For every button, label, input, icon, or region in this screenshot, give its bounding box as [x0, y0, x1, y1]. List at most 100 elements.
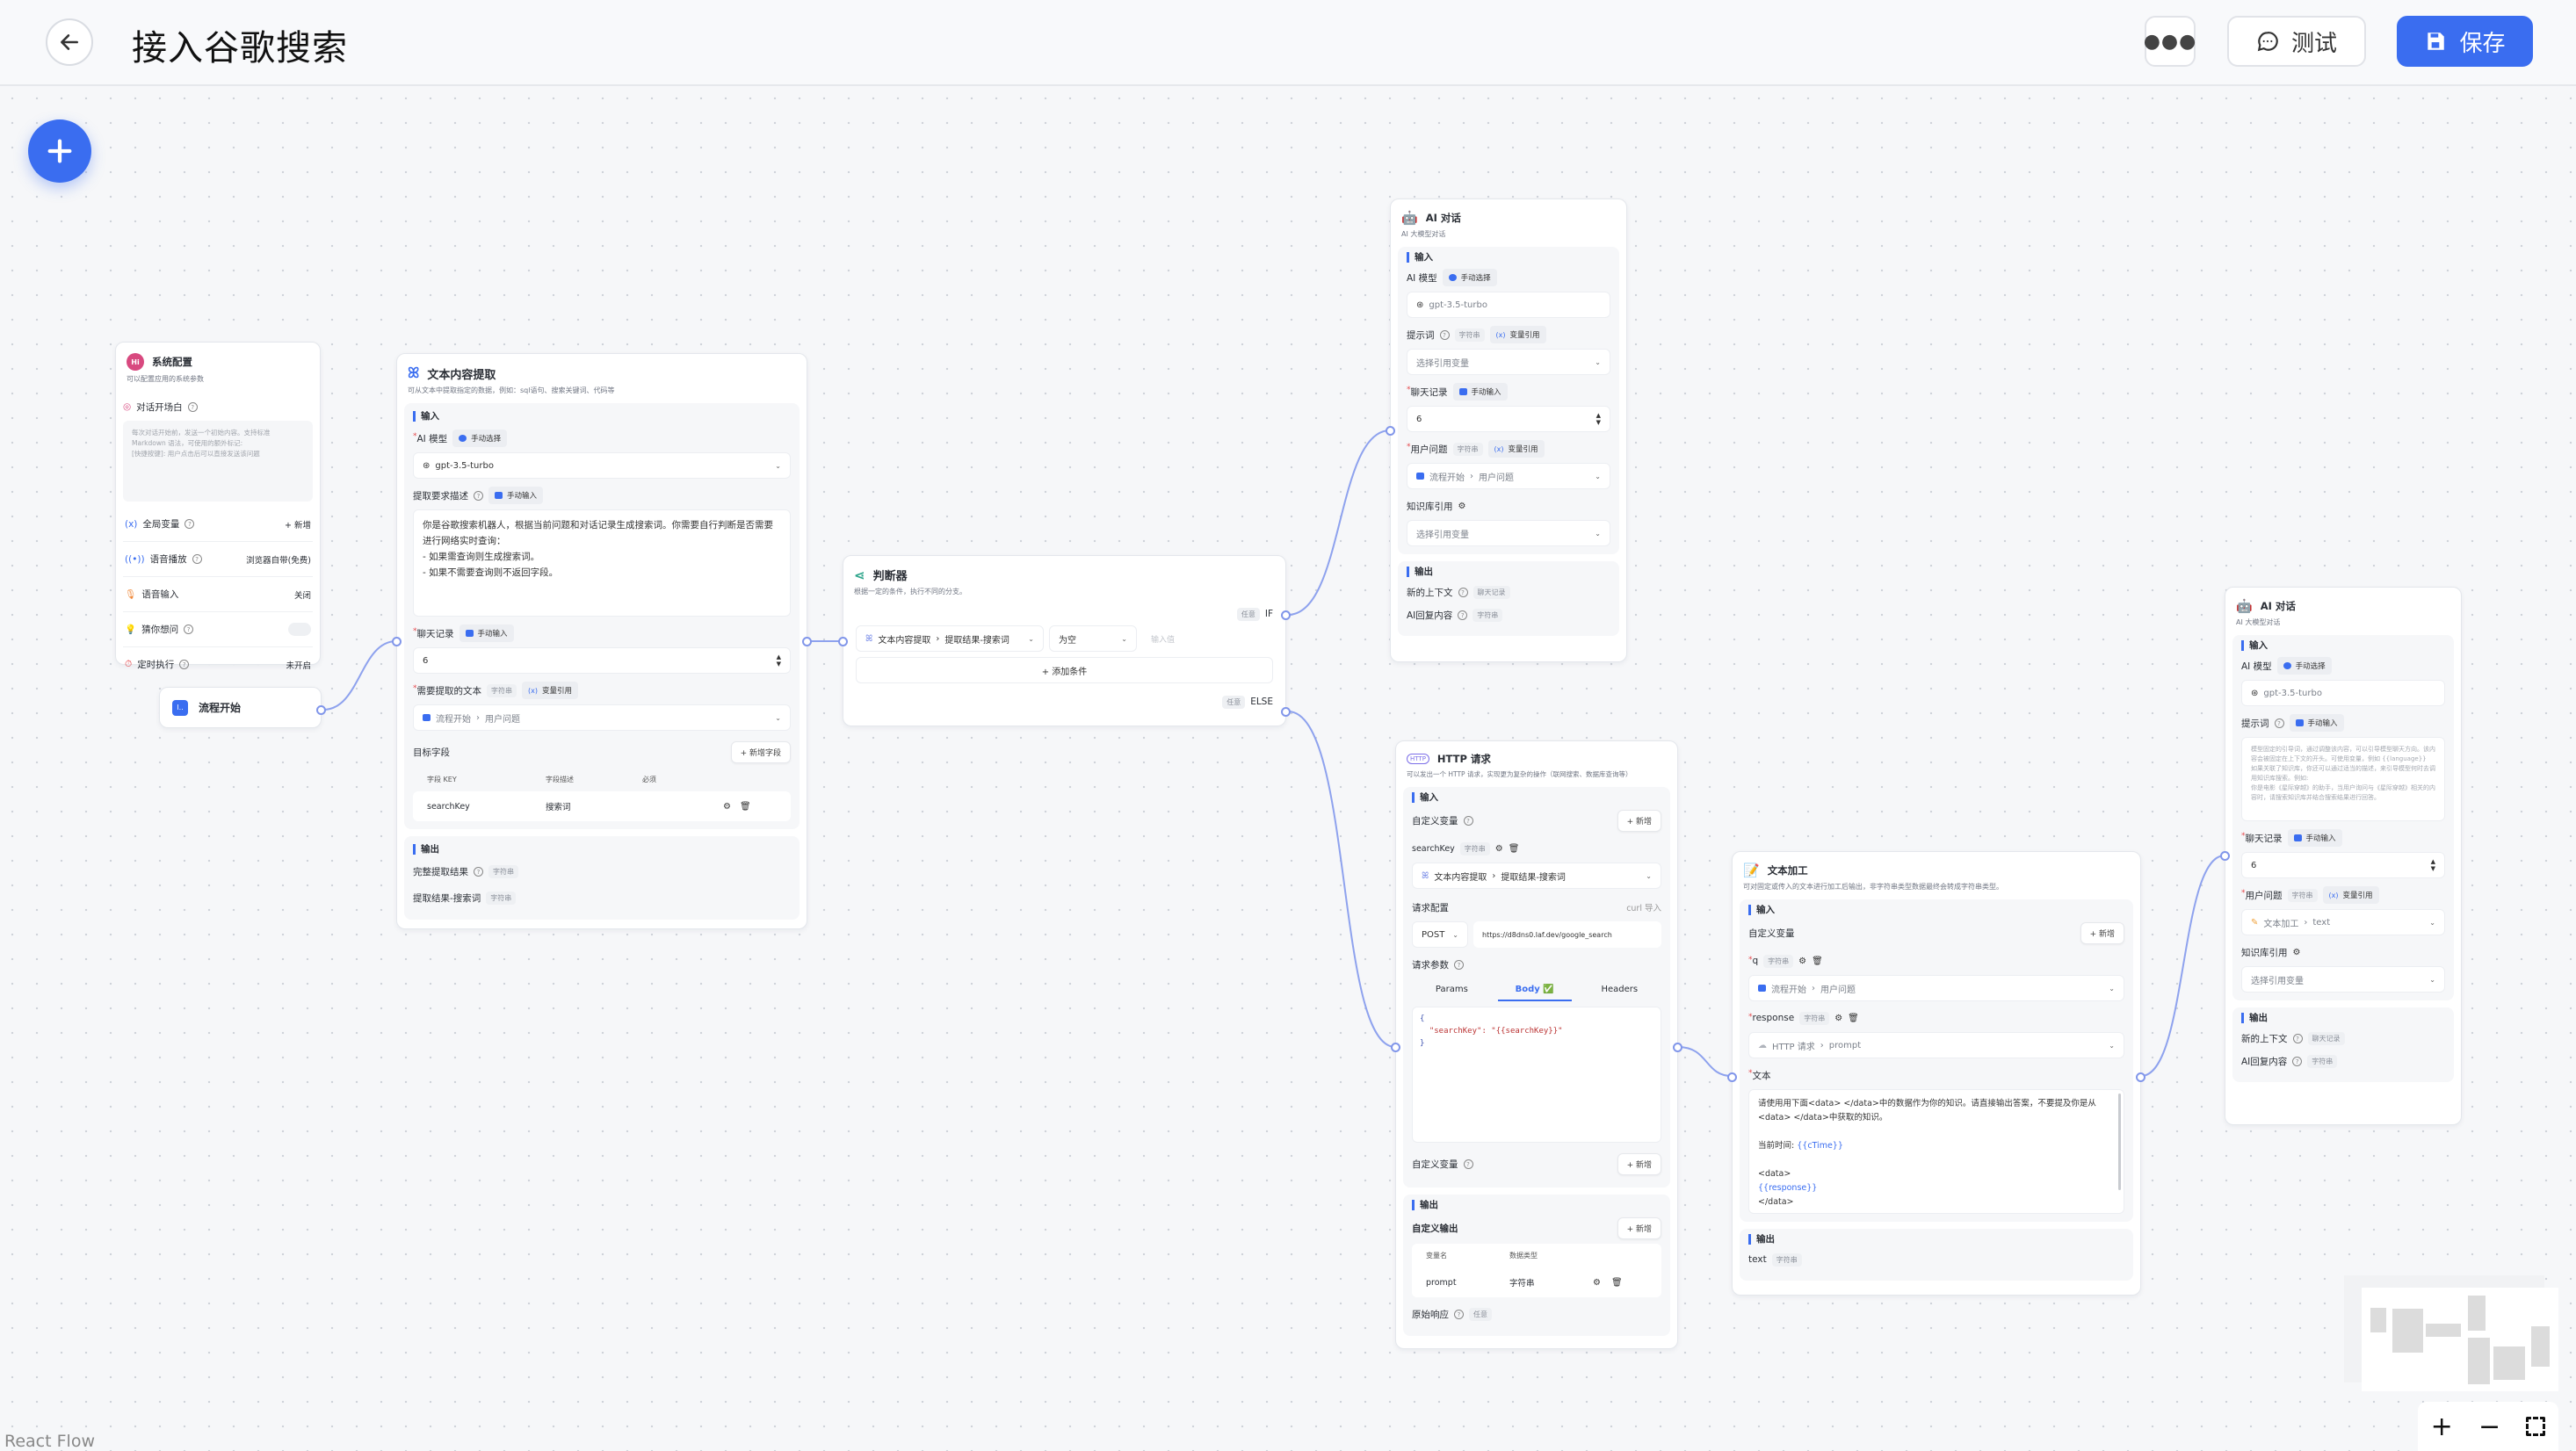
gear-icon[interactable]: ⚙	[1458, 501, 1466, 511]
manual-select-tag[interactable]: 手动选择	[2276, 657, 2332, 675]
question-select[interactable]: 流程开始›用户问题⌄	[1407, 463, 1610, 489]
condition-operator-select[interactable]: 为空⌄	[1049, 625, 1137, 652]
history-number-input[interactable]: 6▲▼	[413, 647, 791, 674]
input-handle[interactable]	[1386, 426, 1395, 436]
var-q-select[interactable]: 流程开始›用户问题⌄	[1748, 975, 2124, 1001]
output-handle[interactable]	[1673, 1043, 1682, 1052]
if-handle[interactable]	[1281, 610, 1291, 620]
text-ref-select[interactable]: 流程开始›用户问题⌄	[413, 704, 791, 731]
manual-input-tag[interactable]: 手动输入	[1452, 383, 1508, 401]
more-button[interactable]: ●●●	[2144, 16, 2196, 67]
output-handle[interactable]	[802, 637, 812, 646]
test-button[interactable]: 测试	[2227, 16, 2366, 67]
curl-import-link[interactable]: curl 导入	[1626, 904, 1661, 913]
model-select[interactable]: ⊛gpt-3.5-turbo	[2241, 680, 2445, 706]
trash-icon[interactable]: 🗑	[1610, 1277, 1623, 1288]
trash-icon[interactable]: 🗑	[739, 801, 751, 812]
var-ref-tag[interactable]: (x)变量引用	[2322, 886, 2379, 904]
add-var-button[interactable]: + 新增	[2080, 922, 2124, 944]
gear-icon[interactable]: ⚙	[1494, 843, 1503, 854]
node-text-process[interactable]: 📝文本加工 可对固定或传入的文本进行加工后输出，非字符串类型数据最终会转成字符串…	[1727, 851, 2145, 1296]
method-select[interactable]: POST⌄	[1412, 921, 1468, 948]
manual-input-tag[interactable]: 手动输入	[2287, 829, 2342, 847]
output-handle[interactable]	[2136, 1072, 2145, 1082]
input-handle[interactable]	[838, 637, 848, 646]
add-output-button[interactable]: + 新增	[1617, 1217, 1661, 1239]
text-template-editor[interactable]: 请使用用下面<data> </data>中的数据作为你的知识。请直接输出答案，不…	[1748, 1089, 2124, 1214]
voice-input-row[interactable]: 🎙语音输入关闭	[123, 577, 313, 612]
trash-icon[interactable]: 🗑	[1812, 956, 1823, 966]
gear-icon[interactable]: ⚙	[1798, 956, 1807, 966]
manual-input-tag[interactable]: 手动输入	[459, 624, 514, 642]
node-system-config[interactable]: Hi 系统配置 可以配置应用的系统参数 ◎对话开场白? 每次对话开始前，发送一个…	[115, 342, 321, 671]
gear-icon[interactable]: ⚙	[1834, 1013, 1843, 1023]
tab-body[interactable]: Body ✅	[1497, 981, 1572, 1001]
prompt-select[interactable]: 选择引用变量⌄	[1407, 349, 1610, 375]
tab-headers[interactable]: Headers	[1601, 985, 1639, 994]
stepper-icon[interactable]: ▲▼	[1596, 412, 1601, 426]
body-editor[interactable]: { "searchKey": "{{searchKey}}" }	[1412, 1007, 1661, 1143]
react-flow-attribution[interactable]: React Flow	[4, 1432, 95, 1451]
var-ref-tag[interactable]: (x)变量引用	[522, 682, 578, 699]
tts-row[interactable]: ((•))语音播放?浏览器自带(免费)	[123, 542, 313, 577]
manual-input-tag[interactable]: 手动输入	[2289, 714, 2344, 732]
zoom-out-button[interactable]: −	[2478, 1411, 2501, 1442]
condition-value-input[interactable]: 输入值	[1151, 635, 1176, 645]
gear-icon[interactable]: ⚙	[1593, 1277, 1601, 1288]
back-button[interactable]	[46, 18, 93, 66]
input-handle[interactable]	[2220, 851, 2230, 861]
output-handle[interactable]	[316, 705, 326, 715]
kb-select[interactable]: 选择引用变量⌄	[1407, 520, 1610, 546]
var-response-select[interactable]: ☁HTTP 请求›prompt⌄	[1748, 1032, 2124, 1058]
guess-toggle[interactable]	[288, 623, 311, 636]
history-number-input[interactable]: 6▲▼	[1407, 406, 1610, 432]
input-handle[interactable]	[392, 637, 402, 646]
manual-select-tag[interactable]: 手动选择	[452, 430, 508, 447]
tab-params[interactable]: Params	[1435, 985, 1468, 994]
add-field-button[interactable]: + 新增字段	[730, 741, 791, 763]
desc-textarea[interactable]: 你是谷歌搜索机器人，根据当前问题和对话记录生成搜索词。你需要自行判断是否需要进行…	[413, 509, 791, 617]
model-select[interactable]: ⊛gpt-3.5-turbo	[1407, 292, 1610, 318]
col-header: 数据类型	[1509, 1252, 1538, 1260]
opening-textarea[interactable]: 每次对话开始前，发送一个初始内容。支持标准 Markdown 语法，可使用的额外…	[123, 421, 313, 502]
node-ai-chat-2[interactable]: 🤖AI 对话 AI 大模型对话 输入 AI 模型手动选择 ⊛gpt-3.5-tu…	[2220, 587, 2462, 1125]
question-select[interactable]: ✎文本加工›text⌄	[2241, 909, 2445, 935]
save-button[interactable]: 保存	[2397, 16, 2533, 67]
var-ref-tag[interactable]: (x)变量引用	[1487, 440, 1545, 458]
minimap[interactable]	[2344, 1275, 2558, 1391]
input-handle[interactable]	[1727, 1072, 1737, 1082]
gear-icon[interactable]: ⚙	[723, 801, 731, 812]
zoom-in-button[interactable]: +	[2430, 1411, 2453, 1442]
add-var-button[interactable]: + 新增	[1617, 1153, 1661, 1175]
add-condition-button[interactable]: + 添加条件	[856, 657, 1273, 683]
prompt-textarea[interactable]: 模型固定的引导词，通过调整该内容，可以引导模型聊天方向。该内容会被固定在上下文的…	[2241, 737, 2445, 821]
url-input[interactable]: https://d8dns0.laf.dev/google_search	[1473, 921, 1661, 948]
var-ref-tag[interactable]: (x)变量引用	[1489, 326, 1546, 343]
history-number-input[interactable]: 6▲▼	[2241, 852, 2445, 878]
scrollbar[interactable]	[2118, 1094, 2121, 1190]
node-flow-start[interactable]: I.. 流程开始	[159, 687, 326, 728]
kb-select[interactable]: 选择引用变量⌄	[2241, 966, 2445, 993]
stepper-icon[interactable]: ▲▼	[2430, 858, 2435, 872]
add-global-var-button[interactable]: + 新增	[285, 520, 311, 531]
gear-icon[interactable]: ⚙	[2292, 947, 2301, 957]
stepper-icon[interactable]: ▲▼	[776, 653, 781, 668]
manual-select-tag[interactable]: 手动选择	[1442, 269, 1497, 286]
node-ai-chat-1[interactable]: 🤖AI 对话 AI 大模型对话 输入 AI 模型手动选择 ⊛gpt-3.5-tu…	[1386, 199, 1627, 662]
fit-view-icon[interactable]	[2526, 1417, 2546, 1436]
trash-icon[interactable]: 🗑	[1848, 1013, 1859, 1023]
schedule-row[interactable]: ⏱定时执行?未开启	[123, 647, 313, 682]
model-select[interactable]: ⊛gpt-3.5-turbo⌄	[413, 452, 791, 479]
trash-icon[interactable]: 🗑	[1508, 843, 1520, 854]
add-var-button[interactable]: + 新增	[1617, 810, 1661, 832]
manual-input-tag[interactable]: 手动输入	[488, 487, 544, 504]
input-handle[interactable]	[1391, 1043, 1400, 1052]
add-node-button[interactable]	[28, 119, 91, 183]
else-handle[interactable]	[1281, 707, 1291, 717]
